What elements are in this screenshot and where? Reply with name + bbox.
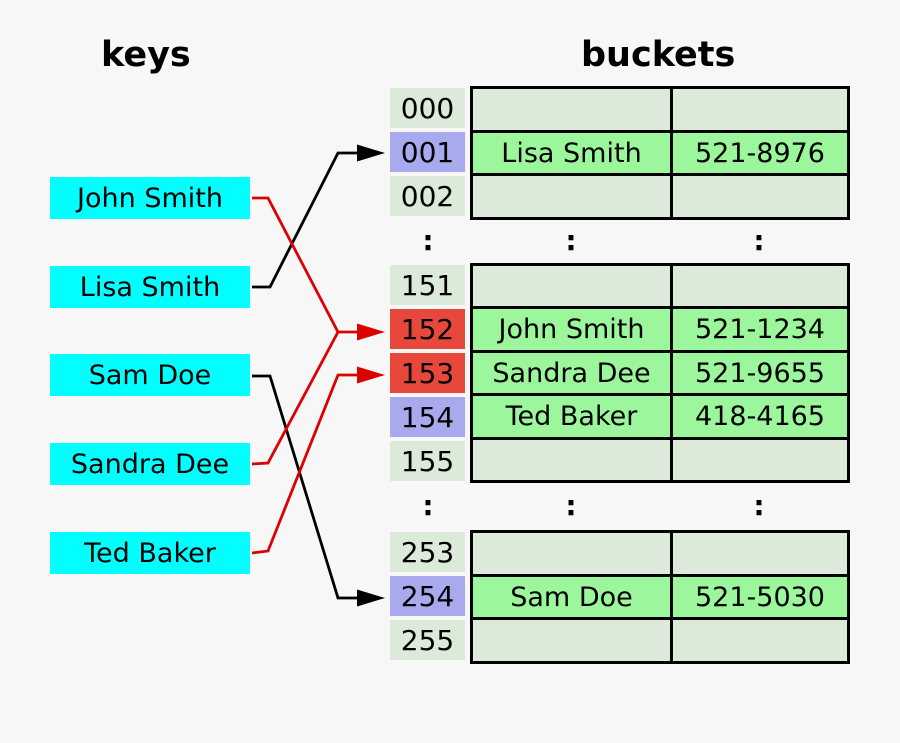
arrowhead-254 bbox=[357, 589, 385, 607]
key-lisa-smith: Lisa Smith bbox=[50, 266, 250, 308]
separator-colon: : bbox=[565, 489, 577, 522]
bucket-row-253 bbox=[473, 533, 847, 574]
index-000: 000 bbox=[390, 88, 465, 128]
bucket-row-254: Sam Doe 521-5030 bbox=[473, 573, 847, 618]
separator-colon: : bbox=[565, 224, 577, 257]
bucket-table-group-3: Sam Doe 521-5030 bbox=[470, 530, 850, 664]
bucket-name-002 bbox=[473, 176, 673, 218]
separator-colon: : bbox=[422, 489, 434, 522]
index-153: 153 bbox=[390, 353, 465, 393]
arrow-ted-baker-to-153 bbox=[251, 373, 360, 555]
bucket-phone-000 bbox=[673, 89, 847, 130]
separator-colon: : bbox=[422, 224, 434, 257]
arrow-john-smith-to-152 bbox=[252, 196, 340, 333]
key-ted-baker: Ted Baker bbox=[50, 532, 250, 574]
index-254: 254 bbox=[390, 576, 465, 616]
bucket-name-154: Ted Baker bbox=[473, 396, 673, 437]
bucket-phone-253 bbox=[673, 533, 847, 574]
bucket-name-152: John Smith bbox=[473, 309, 673, 350]
bucket-phone-154: 418-4165 bbox=[695, 400, 825, 432]
index-002: 002 bbox=[390, 176, 465, 216]
arrow-sam-doe-to-254 bbox=[252, 374, 360, 600]
index-255: 255 bbox=[390, 620, 465, 660]
bucket-row-002 bbox=[473, 173, 847, 218]
index-253: 253 bbox=[390, 532, 465, 572]
bucket-name-155 bbox=[473, 439, 673, 481]
bucket-name-254: Sam Doe bbox=[473, 576, 673, 618]
bucket-row-154: Ted Baker 418-4165 bbox=[473, 393, 847, 437]
bucket-row-155 bbox=[473, 436, 847, 481]
bucket-row-152: John Smith 521-1234 bbox=[473, 306, 847, 350]
index-001: 001 bbox=[390, 132, 465, 172]
index-152: 152 bbox=[390, 309, 465, 349]
arrow-lisa-smith-to-001 bbox=[252, 151, 360, 289]
bucket-row-153: Sandra Dee 521-9655 bbox=[473, 349, 847, 394]
bucket-phone-001: 521-8976 bbox=[695, 137, 825, 169]
keys-heading: keys bbox=[101, 35, 191, 75]
bucket-row-000 bbox=[473, 89, 847, 130]
bucket-phone-153: 521-9655 bbox=[695, 357, 825, 389]
bucket-name-151 bbox=[473, 266, 673, 307]
index-155: 155 bbox=[390, 441, 465, 481]
key-sandra-dee: Sandra Dee bbox=[50, 443, 250, 485]
arrowhead-153 bbox=[357, 366, 385, 384]
arrow-sandra-dee-to-152 bbox=[251, 331, 340, 466]
bucket-row-001: Lisa Smith 521-8976 bbox=[473, 129, 847, 174]
bucket-table-group-1: Lisa Smith 521-8976 bbox=[470, 86, 850, 220]
key-john-smith: John Smith bbox=[50, 177, 250, 219]
bucket-phone-155 bbox=[673, 440, 847, 480]
bucket-row-255 bbox=[473, 617, 847, 662]
bucket-name-153: Sandra Dee bbox=[473, 352, 673, 394]
bucket-phone-255 bbox=[673, 620, 847, 661]
bucket-phone-151 bbox=[673, 266, 847, 306]
bucket-table-group-2: John Smith 521-1234 Sandra Dee 521-9655 … bbox=[470, 263, 850, 483]
separator-colon: : bbox=[753, 224, 765, 257]
bucket-name-000 bbox=[473, 89, 673, 130]
key-sam-doe: Sam Doe bbox=[50, 354, 250, 396]
bucket-phone-002 bbox=[673, 176, 847, 217]
bucket-name-001: Lisa Smith bbox=[473, 132, 673, 174]
bucket-phone-254: 521-5030 bbox=[695, 581, 825, 613]
bucket-name-255 bbox=[473, 620, 673, 662]
index-151: 151 bbox=[390, 265, 465, 305]
bucket-row-151 bbox=[473, 266, 847, 307]
index-154: 154 bbox=[390, 397, 465, 437]
separator-colon: : bbox=[753, 489, 765, 522]
buckets-heading: buckets bbox=[581, 35, 736, 75]
arrowhead-001 bbox=[357, 144, 385, 162]
bucket-phone-152: 521-1234 bbox=[695, 314, 825, 346]
arrowhead-152 bbox=[357, 323, 385, 341]
bucket-name-253 bbox=[473, 533, 673, 574]
